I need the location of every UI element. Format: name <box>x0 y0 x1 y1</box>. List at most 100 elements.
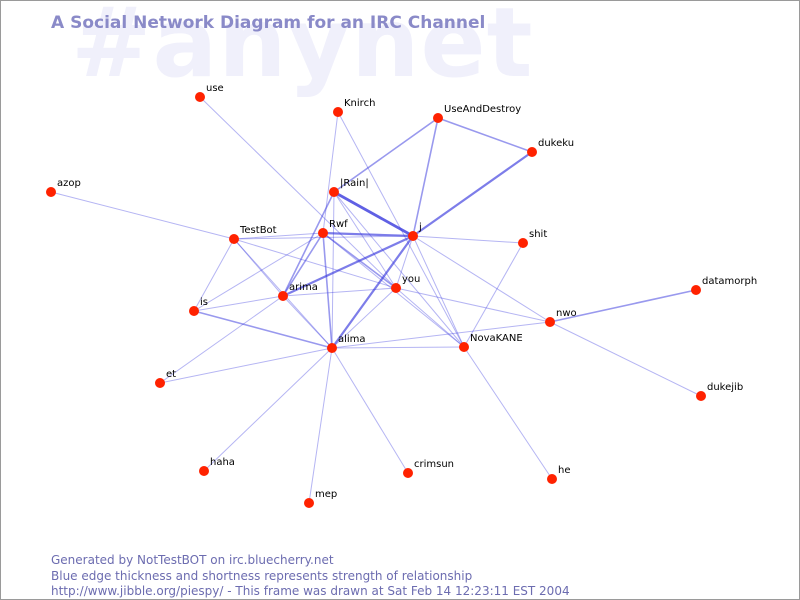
node-dot-rwf <box>318 228 328 238</box>
edge-testbot-is <box>193 238 235 312</box>
node-label-testbot: TestBot <box>239 225 277 236</box>
channel-name-watermark: #anynet <box>71 0 534 99</box>
node-dukejib: dukejib <box>696 382 743 401</box>
diagram-title: A Social Network Diagram for an IRC Chan… <box>51 13 486 33</box>
node-label-novakane: NovaKANE <box>470 333 523 344</box>
edge-useanddestroy-rain <box>333 117 439 193</box>
edge-nwo-dukejib <box>549 321 702 397</box>
node-label-he: he <box>558 465 571 476</box>
edge-useanddestroy-j <box>412 117 439 237</box>
node-rwf: Rwf <box>318 219 348 238</box>
edge-is-alima <box>193 310 333 349</box>
edge-alima-novakane <box>331 346 465 349</box>
edge-rain-j <box>332 190 415 238</box>
node-label-crimsun: crimsun <box>414 459 454 470</box>
node-datamorph: datamorph <box>691 276 757 295</box>
edge-arima-is <box>193 295 284 312</box>
node-dot-use <box>195 92 205 102</box>
node-dot-crimsun <box>403 468 413 478</box>
node-rain: |Rain| <box>329 178 369 197</box>
footer-generated-by: Generated by NotTestBOT on irc.bluecherr… <box>51 553 334 567</box>
edge-you-novakane <box>395 287 465 348</box>
edge-testbot-arima <box>233 238 284 297</box>
node-alima: alima <box>327 334 366 353</box>
node-label-rain: |Rain| <box>340 178 369 189</box>
node-dot-datamorph <box>691 285 701 295</box>
footer-source-timestamp: http://www.jibble.org/piespy/ - This fra… <box>51 584 570 598</box>
edge-rwf-arima <box>282 232 324 297</box>
edge-rain-arima <box>282 191 335 297</box>
edge-novakane-he <box>463 346 553 480</box>
edge-rain-alima <box>331 191 335 349</box>
node-dot-j <box>408 231 418 241</box>
node-dot-knirch <box>333 107 343 117</box>
node-dukeku: dukeku <box>527 138 574 157</box>
node-dot-dukeku <box>527 147 537 157</box>
node-label-shit: shit <box>529 229 547 240</box>
node-dot-novakane <box>459 342 469 352</box>
edge-j-arima <box>281 234 415 298</box>
edge-arima-et <box>159 295 284 384</box>
edge-you-arima <box>282 287 397 297</box>
edge-alima-mep <box>308 347 333 504</box>
node-dot-testbot <box>229 234 239 244</box>
node-arima: arima <box>278 282 318 301</box>
node-knirch: Knirch <box>333 98 375 117</box>
edge-nwo-datamorph <box>549 289 697 323</box>
edge-azop-testbot <box>50 191 235 240</box>
node-dot-et <box>155 378 165 388</box>
edge-knirch-rwf <box>322 111 339 234</box>
edge-you-nwo <box>395 287 551 323</box>
node-label-use: use <box>206 83 224 94</box>
node-label-azop: azop <box>57 178 81 189</box>
edge-alima-haha <box>203 347 333 472</box>
node-dot-dukejib <box>696 391 706 401</box>
node-nwo: nwo <box>545 308 577 327</box>
edge-rwf-is <box>193 232 324 312</box>
edge-testbot-rwf <box>233 232 324 240</box>
edge-rain-novakane <box>333 191 465 348</box>
node-testbot: TestBot <box>229 225 277 244</box>
edge-dukeku-j <box>411 150 534 238</box>
edge-j-shit <box>412 235 524 244</box>
edge-rwf-alima <box>322 232 333 349</box>
node-useanddestroy: UseAndDestroy <box>433 104 521 123</box>
node-label-knirch: Knirch <box>344 98 375 109</box>
node-label-is: is <box>200 297 208 308</box>
footer-legend-note: Blue edge thickness and shortness repres… <box>51 568 473 583</box>
node-crimsun: crimsun <box>403 459 454 478</box>
node-haha: haha <box>199 457 235 476</box>
node-dot-azop <box>46 187 56 197</box>
edge-shit-novakane <box>463 242 524 348</box>
edge-j-novakane <box>412 235 465 348</box>
node-dot-useanddestroy <box>433 113 443 123</box>
node-dot-nwo <box>545 317 555 327</box>
node-label-rwf: Rwf <box>329 219 348 230</box>
node-label-alima: alima <box>338 334 366 345</box>
node-dot-he <box>547 474 557 484</box>
node-dot-haha <box>199 466 209 476</box>
node-label-haha: haha <box>210 457 235 468</box>
edge-j-alima <box>330 234 415 350</box>
edge-alima-et <box>159 347 333 384</box>
edge-j-you <box>395 235 414 289</box>
node-label-et: et <box>166 369 176 380</box>
edge-testbot-you <box>233 238 397 289</box>
node-label-datamorph: datamorph <box>702 276 757 287</box>
footer: Generated by NotTestBOT on irc.bluecherr… <box>51 553 570 599</box>
node-dot-you <box>391 283 401 293</box>
node-dot-is <box>189 306 199 316</box>
node-label-you: you <box>402 274 420 285</box>
node-dot-rain <box>329 187 339 197</box>
node-label-useanddestroy: UseAndDestroy <box>444 104 521 115</box>
edge-alima-nwo <box>331 321 551 349</box>
node-label-mep: mep <box>315 489 337 500</box>
node-is: is <box>189 297 208 316</box>
edge-useanddestroy-dukeku <box>437 117 533 153</box>
node-dot-mep <box>304 498 314 508</box>
edge-alima-crimsun <box>331 347 409 474</box>
edge-rwf-j <box>321 231 415 238</box>
node-label-dukejib: dukejib <box>707 382 743 393</box>
